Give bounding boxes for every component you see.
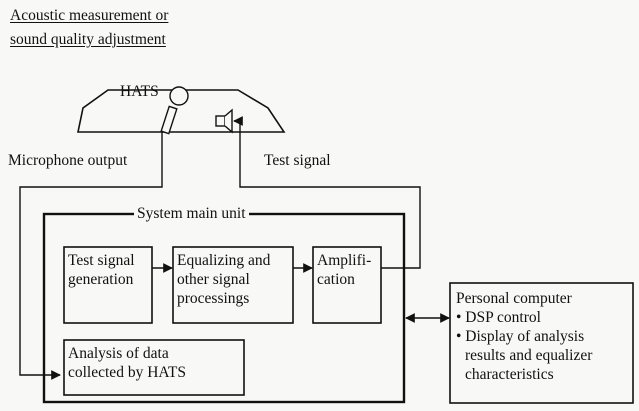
diagram-title-line2: sound quality adjustment <box>10 31 166 48</box>
hats-label: HATS <box>120 83 159 100</box>
personal-computer-title: Personal computer <box>456 290 572 307</box>
microphone-output-label: Microphone output <box>8 152 128 169</box>
loudspeaker-icon <box>215 108 233 134</box>
test-signal-wire <box>233 116 421 269</box>
equalizing-box <box>172 246 294 324</box>
personal-computer-item: • DSP control <box>456 309 541 326</box>
analysis-text: Analysis of data collected by HATS <box>68 344 186 382</box>
personal-computer-item: characteristics <box>465 366 554 383</box>
hats-body-outline <box>77 89 286 133</box>
personal-computer-box <box>449 282 634 404</box>
analysis-line: Analysis of data <box>68 345 169 362</box>
analysis-line: collected by HATS <box>68 364 186 381</box>
test-signal-generation-line: Test signal <box>68 252 135 269</box>
microphone-icon <box>169 86 189 106</box>
equalizing-line: processings <box>177 290 250 307</box>
equalizing-text: Equalizing and other signal processings <box>177 251 270 308</box>
amplification-line: cation <box>317 271 355 288</box>
diagram-title-line1: Acoustic measurement or <box>10 7 169 24</box>
amplification-text: Amplifi- cation <box>317 251 371 289</box>
personal-computer-item: results and equalizer <box>465 347 593 364</box>
test-signal-generation-line: generation <box>68 271 134 288</box>
test-signal-label: Test signal <box>264 152 331 169</box>
equalizing-line: Equalizing and <box>177 252 271 269</box>
test-signal-generation-text: Test signal generation <box>68 251 135 289</box>
analysis-box <box>63 339 245 396</box>
microphone-output-wire <box>19 132 163 380</box>
system-main-unit-label: System main unit <box>134 204 249 223</box>
test-signal-generation-box <box>63 246 153 324</box>
personal-computer-item: • Display of analysis <box>456 328 585 345</box>
equalizing-line: other signal <box>177 271 250 288</box>
amplification-line: Amplifi- <box>317 252 372 269</box>
personal-computer-text: Personal computer • DSP control • Displa… <box>456 289 592 384</box>
microphone-stem <box>160 105 178 135</box>
amplification-box <box>312 246 382 324</box>
